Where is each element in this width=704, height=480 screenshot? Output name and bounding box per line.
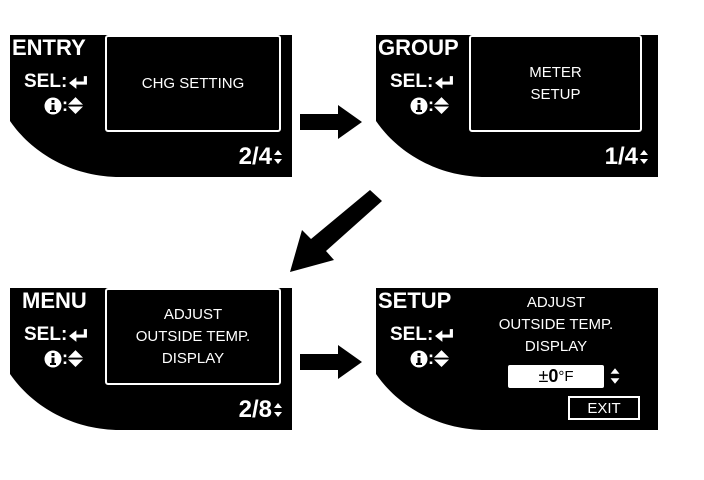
content-line: SETUP (530, 85, 581, 103)
info-icon (44, 97, 62, 115)
up-down-arrows-icon (434, 97, 449, 114)
temperature-offset-value[interactable]: ± 0 °F (508, 365, 604, 388)
content-line: DISPLAY (161, 349, 225, 367)
display-panel-menu: MENU SEL: : ADJUST OUTSIDE TEMP. DISPLAY… (10, 288, 292, 430)
display-panel-entry: ENTRY SEL: : CHG SETTING 2/4 (10, 35, 292, 177)
info-icon (410, 350, 428, 368)
select-hint: SEL: (390, 71, 454, 93)
enter-arrow-icon (69, 328, 88, 343)
page-indicator: 2/4 (239, 143, 282, 171)
page-indicator: 2/8 (239, 396, 282, 424)
enter-arrow-icon (69, 75, 88, 90)
enter-arrow-icon (435, 328, 454, 343)
info-icon (410, 97, 428, 115)
up-down-arrows-icon (68, 97, 83, 114)
display-panel-group: GROUP SEL: : METER SETUP 1/4 (376, 35, 658, 177)
page-number: 2/8 (238, 396, 272, 423)
info-separator: : (428, 95, 434, 115)
page-number: 2/4 (238, 143, 272, 170)
info-hint: : (44, 348, 83, 369)
up-down-arrows-icon (68, 350, 83, 367)
up-down-arrows-icon (274, 401, 282, 419)
select-label: SEL: (390, 324, 434, 345)
content-line: OUTSIDE TEMP. (498, 316, 614, 333)
mode-label: GROUP (378, 35, 459, 60)
display-panel-setup: SETUP SEL: : ADJUST OUTSIDE TEMP. DISPLA… (376, 288, 658, 430)
content-line: OUTSIDE TEMP. (135, 327, 251, 345)
up-down-arrows-icon (274, 148, 282, 166)
content-line: ADJUST (526, 294, 586, 311)
info-separator: : (62, 348, 68, 368)
content-line: CHG SETTING (141, 74, 245, 92)
info-hint: : (44, 95, 83, 116)
info-separator: : (428, 348, 434, 368)
select-label: SEL: (24, 324, 68, 345)
mode-label: ENTRY (12, 35, 86, 60)
content-box: METER SETUP (469, 35, 642, 132)
content-text: ADJUST OUTSIDE TEMP. DISPLAY (476, 292, 636, 358)
content-box: ADJUST OUTSIDE TEMP. DISPLAY (105, 288, 281, 385)
info-hint: : (410, 348, 449, 369)
mode-label: SETUP (378, 288, 452, 313)
content-box: CHG SETTING (105, 35, 281, 132)
up-down-arrows-icon (434, 350, 449, 367)
value-number: 0 (548, 366, 559, 386)
select-label: SEL: (24, 71, 68, 92)
up-down-arrows-icon (640, 148, 648, 166)
mode-label: MENU (22, 288, 87, 313)
right-arrow-icon (300, 105, 362, 139)
value-unit: °F (558, 368, 574, 385)
down-left-arrow-icon (290, 190, 382, 272)
value-sign: ± (538, 366, 549, 386)
exit-button[interactable]: EXIT (568, 396, 640, 420)
page-indicator: 1/4 (605, 143, 648, 171)
select-label: SEL: (390, 71, 434, 92)
page-number: 1/4 (604, 143, 638, 170)
up-down-arrows-icon[interactable] (610, 366, 620, 386)
enter-arrow-icon (435, 75, 454, 90)
select-hint: SEL: (24, 71, 88, 93)
content-line: METER (529, 63, 582, 81)
select-hint: SEL: (390, 324, 454, 346)
info-hint: : (410, 95, 449, 116)
select-hint: SEL: (24, 324, 88, 346)
info-icon (44, 350, 62, 368)
info-separator: : (62, 95, 68, 115)
content-line: ADJUST (163, 305, 223, 323)
right-arrow-icon (300, 345, 362, 379)
content-line: DISPLAY (524, 338, 588, 355)
